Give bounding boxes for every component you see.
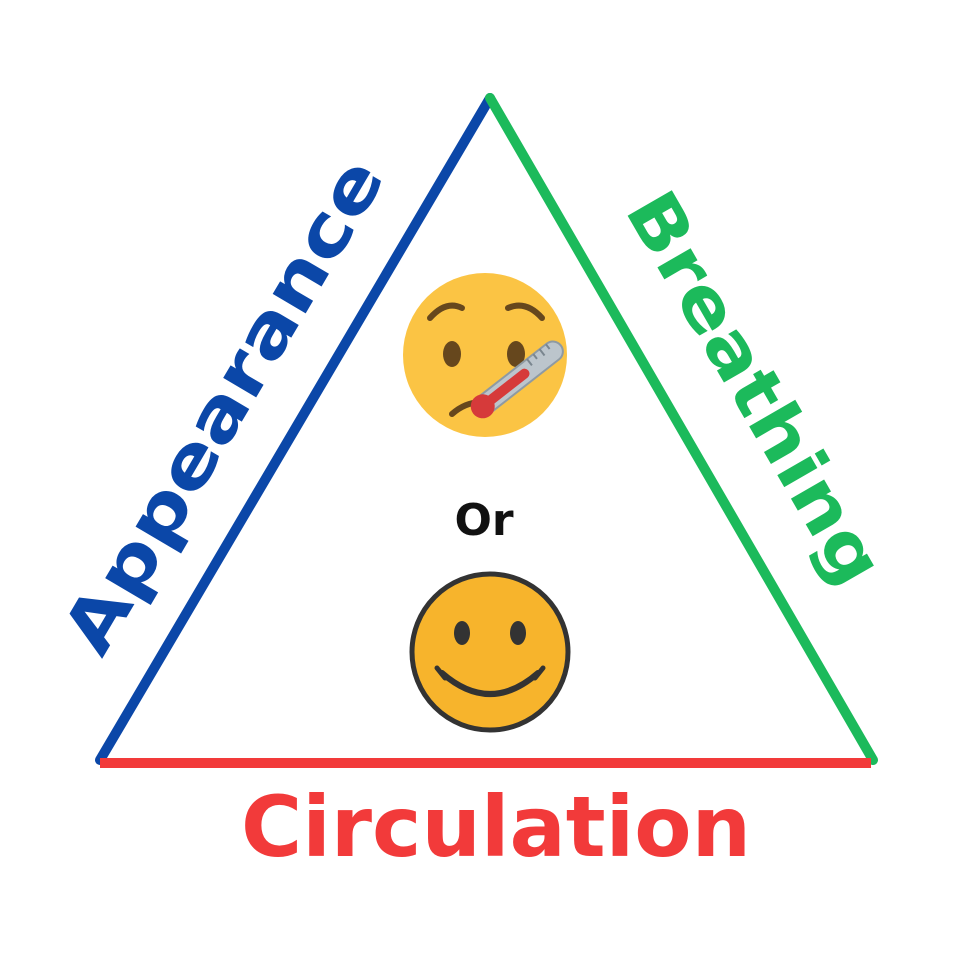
face-with-thermometer-icon [403, 273, 567, 437]
or-label: Or [454, 495, 513, 546]
appearance-label: Appearance [46, 144, 401, 668]
left-side-line [95, 93, 495, 765]
right-side-line [485, 93, 878, 765]
smiling-face-icon [409, 571, 571, 733]
circulation-label: Circulation [241, 778, 751, 876]
